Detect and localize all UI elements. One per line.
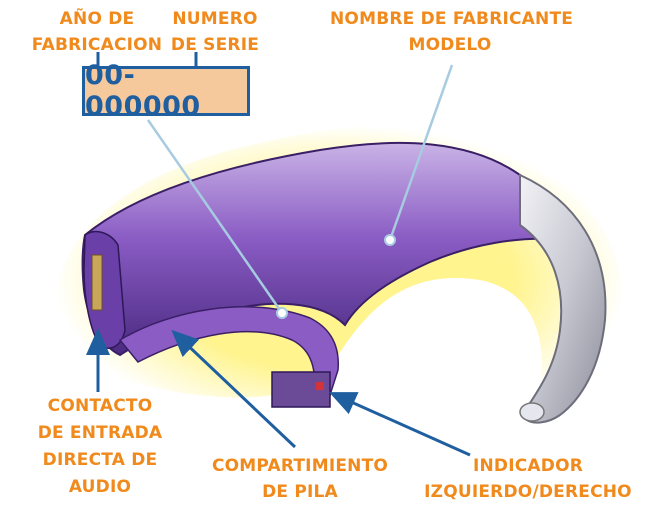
- indicator-label-line1: INDICADOR: [472, 456, 584, 476]
- manufacturer-label-line2: MODELO: [408, 35, 492, 55]
- audio-contact-label: CONTACTO DE ENTRADA DIRECTA DE AUDIO: [10, 393, 190, 501]
- callout-serial-line: [146, 119, 284, 314]
- battery-arrow: [171, 329, 297, 449]
- year-label: AÑO DE FABRICACION: [22, 6, 172, 58]
- device-body: [81, 141, 567, 357]
- serial-number-label-line2: DE SERIE: [170, 35, 260, 55]
- serial-number-label: NUMERO DE SERIE: [150, 6, 280, 58]
- audio-contact-label-line1: CONTACTO: [47, 396, 153, 416]
- indicator-dot: [316, 382, 324, 390]
- callout-serial-dot: [276, 307, 288, 319]
- callout-manufacturer-dot: [384, 234, 396, 246]
- audio-contact-label-line4: AUDIO: [68, 477, 132, 497]
- serial-number-label-line1: NUMERO: [172, 9, 258, 29]
- year-label-line1: AÑO DE: [59, 9, 135, 29]
- battery-label-line1: COMPARTIMIENTO: [211, 456, 389, 476]
- audio-contact-label-line3: DIRECTA DE: [42, 450, 158, 470]
- callout-manufacturer-line: [388, 64, 454, 241]
- indicator-label: INDICADOR IZQUIERDO/DERECHO: [410, 453, 646, 505]
- audio-contact-label-line2: DE ENTRADA: [37, 423, 163, 443]
- manufacturer-label: NOMBRE DE FABRICANTE MODELO: [330, 6, 574, 58]
- indicator-label-line2: IZQUIERDO/DERECHO: [424, 482, 632, 502]
- battery-door: [118, 306, 339, 396]
- battery-label-line2: DE PILA: [262, 482, 338, 502]
- year-label-line2: FABRICACION: [31, 35, 163, 55]
- manufacturer-label-line1: NOMBRE DE FABRICANTE: [330, 9, 574, 29]
- battery-compartment-label: COMPARTIMIENTO DE PILA: [200, 453, 400, 505]
- ear-hook: [519, 173, 607, 424]
- audio-contact-strip: [91, 254, 103, 311]
- indicator-arrow: [329, 392, 471, 457]
- ear-hook-tip: [519, 402, 545, 422]
- serial-number-box: 00-000000: [82, 60, 250, 122]
